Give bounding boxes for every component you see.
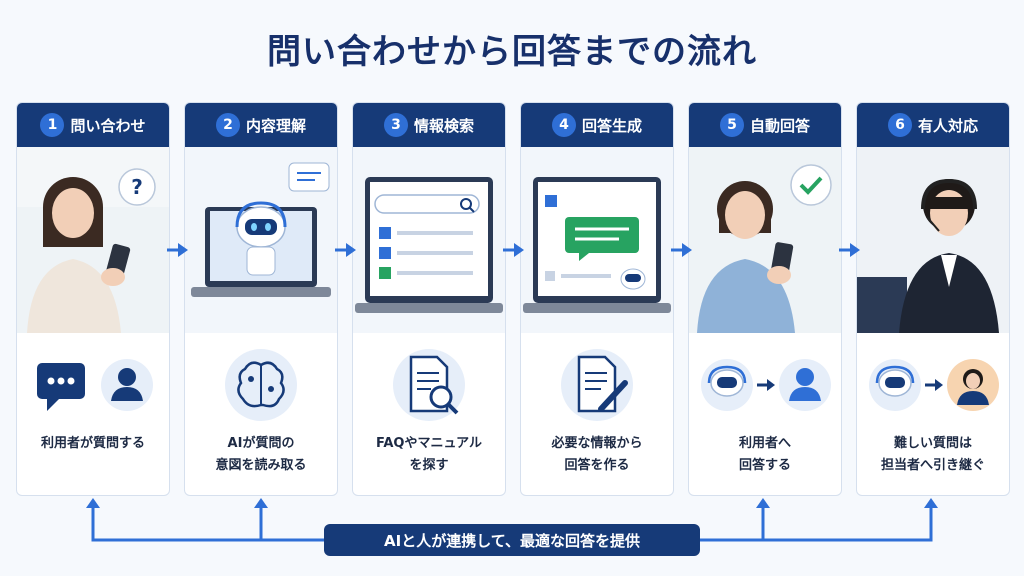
step-number: 1 [40,113,65,137]
robot-to-operator-icon [857,339,1009,431]
step-label: 回答生成 [581,116,642,135]
laptop-answer-illustration [521,147,673,333]
step-header: 6 有人対応 [857,103,1009,147]
step-card-1: 1 問い合わせ ? 利用者が質問する [16,102,170,496]
person-with-phone-check-illustration [689,147,841,333]
step-caption: 必要な情報から 回答を作る [551,436,643,473]
robot-on-laptop-illustration [185,147,337,333]
brain-icon [185,339,337,431]
step-number: 4 [551,113,576,137]
flow-arrow-icon [167,243,188,257]
flow-arrow-icon [335,243,356,257]
step-number: 6 [887,113,912,137]
message-bubble-icon [288,162,330,192]
collaboration-banner: AIと人が連携して、最適な回答を提供 [324,524,700,556]
chat-to-user-icon [17,339,169,431]
search-icon [460,198,475,213]
step-header: 2 内容理解 [185,103,337,147]
operator-with-headset-illustration [857,147,1009,333]
step-caption: 難しい質問は 担当者へ引き継ぐ [880,436,985,473]
step-card-3: 3 情報検索 FAQやマニュアル [352,102,506,496]
document-pen-icon [521,339,673,431]
step-label: 内容理解 [245,116,306,135]
step-card-2: 2 内容理解 AIが質問の 意図を読 [184,102,338,496]
step-label: 有人対応 [917,116,978,135]
step-card-6: 6 有人対応 難しい質問は 担当者 [856,102,1010,496]
step-label: 情報検索 [413,116,474,135]
step-header: 3 情報検索 [353,103,505,147]
robot-icon [620,268,646,290]
step-caption: 利用者へ 回答する [738,436,791,473]
step-caption: FAQやマニュアル を探す [375,436,483,473]
answer-bubble-icon [565,217,639,261]
robot-to-user-icon [689,339,841,431]
step-header: 1 問い合わせ [17,103,169,147]
step-label: 自動回答 [749,116,810,135]
step-caption: 利用者が質問する [40,436,145,451]
step-header: 5 自動回答 [689,103,841,147]
step-number: 2 [215,113,240,137]
step-card-5: 5 自動回答 利用者 [688,102,842,496]
step-number: 5 [719,113,744,137]
step-number: 3 [383,113,408,137]
person-with-phone-question-illustration: ? [17,147,169,333]
document-search-icon [353,339,505,431]
page-title: 問い合わせから回答までの流れ [267,32,757,72]
flow-arrow-icon [671,243,692,257]
laptop-search-illustration [353,147,505,333]
step-header: 4 回答生成 [521,103,673,147]
step-caption: AIが質問の 意図を読み取る [215,436,307,473]
flow-arrow-icon [503,243,524,257]
question-bubble-icon: ? [118,168,156,206]
step-label: 問い合わせ [70,116,146,135]
step-card-4: 4 回答生成 [520,102,674,496]
svg-text:?: ? [131,175,143,199]
flow-arrow-icon [839,243,860,257]
check-bubble-icon [790,164,832,206]
